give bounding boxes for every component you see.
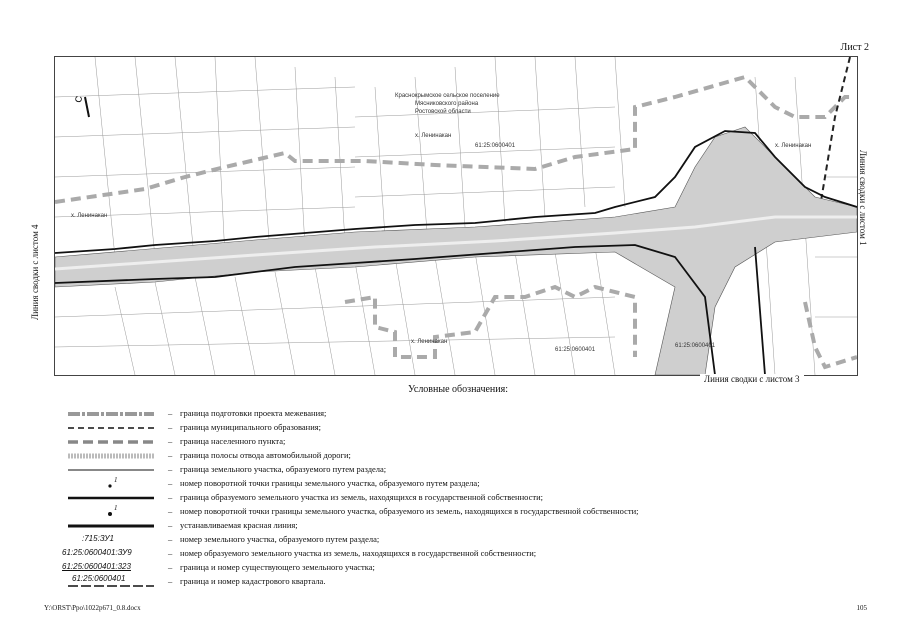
legend-sym-text: 61:25:0600401:ЗУ9	[62, 548, 132, 557]
map-svg: С	[55, 57, 857, 375]
place-label-4: х. Ленинакан	[775, 143, 812, 149]
legend-symbol-red-line	[68, 524, 154, 528]
settlement-text-2: Мясниковского района	[415, 101, 479, 107]
road-strip	[55, 126, 857, 375]
north-arrow-icon	[84, 96, 90, 118]
legend-desc: граница образуемого земельного участка и…	[180, 492, 543, 502]
settlement-boundary	[55, 74, 857, 370]
legend-row: 61:25:0600401 – граница и номер кадастро…	[64, 574, 824, 588]
legend-row: 61:25:0600401:323 – граница и номер суще…	[62, 562, 375, 572]
legend-row: :715:ЗУ1 – номер земельного участка, обр…	[82, 534, 380, 544]
place-label-2: х. Ленинакан	[71, 213, 108, 219]
left-join-text: Линия сводки с листом 4	[30, 224, 40, 320]
municipal-boundary	[819, 57, 851, 208]
page-number: 105	[856, 604, 868, 612]
sheet-label: Лист 2	[840, 42, 869, 53]
bottom-join-label: Линия сводки с листом 3	[700, 374, 804, 384]
place-label-1: х. Ленинакан	[415, 133, 452, 139]
legend-desc: номер земельного участка, образуемого пу…	[180, 534, 380, 544]
north-label: С	[73, 95, 84, 104]
left-join-label: Линия сводки с листом 4	[30, 114, 40, 320]
legend-sym-text: 61:25:0600401:323	[62, 562, 131, 571]
legend-symbol-split-parcel	[68, 469, 154, 471]
legend-title: Условные обозначения:	[408, 384, 509, 395]
legend-row: 1 – номер поворотной точки границы земел…	[64, 504, 824, 518]
legend-sym-text: :715:ЗУ1	[82, 534, 114, 543]
legend-row: – граница подготовки проекта межевания;	[64, 408, 824, 420]
legend-desc: граница и номер существующего земельного…	[180, 562, 375, 572]
quarter-label-3: 61:25:0600401	[675, 343, 716, 349]
place-label-3: х. Ленинакан	[411, 339, 448, 345]
legend-desc: граница полосы отвода автомобильной доро…	[180, 450, 351, 460]
legend-symbol-state-parcel	[68, 496, 154, 500]
point-mark: 1	[114, 476, 118, 484]
legend-desc: граница земельного участка, образуемого …	[180, 464, 387, 474]
legend-row: – граница населенного пункта;	[64, 436, 824, 448]
legend-desc: граница населенного пункта;	[180, 436, 286, 446]
map-drawing: С Краснокрымское сельское поселение Мясн…	[54, 56, 858, 376]
legend-row: – граница образуемого земельного участка…	[64, 492, 824, 504]
footer-path: Y:\ORST\Ppo\1022p671_0.8.docx	[44, 604, 141, 612]
quarter-label-1: 61:25:0600401	[475, 143, 516, 149]
formed-parcel-boundary	[55, 130, 857, 375]
legend-symbol-settlement	[68, 440, 154, 444]
legend-row: – устанавливаемая красная линия;	[64, 520, 824, 532]
legend-symbol-state-point	[108, 512, 112, 516]
legend-symbol-project-boundary	[68, 412, 154, 416]
legend-symbol-point	[108, 484, 112, 488]
quarter-label-2: 61:25:0600401	[555, 347, 596, 353]
right-join-label: Линия сводки с листом 1	[858, 150, 868, 246]
point-mark: 1	[114, 504, 118, 512]
road-axis	[55, 215, 857, 271]
legend-symbol-quarter	[68, 585, 154, 587]
legend-symbol-municipal	[68, 427, 154, 429]
legend-desc: граница подготовки проекта межевания;	[180, 408, 327, 418]
legend-desc: номер образуемого земельного участка из …	[180, 548, 537, 558]
legend-desc: номер поворотной точки границы земельног…	[180, 478, 480, 488]
legend-row: 61:25:0600401:ЗУ9 – номер образуемого зе…	[62, 548, 537, 558]
legend-row: – граница полосы отвода автомобильной до…	[64, 450, 824, 462]
settlement-text-3: Ростовской области	[415, 109, 471, 115]
legend-desc: номер поворотной точки границы земельног…	[180, 506, 639, 516]
legend-symbol-road-strip	[68, 453, 154, 459]
legend-desc: граница муниципального образования;	[180, 422, 322, 432]
legend-row: – граница земельного участка, образуемог…	[64, 464, 824, 476]
settlement-text-1: Краснокрымское сельское поселение	[395, 93, 500, 99]
legend-desc: устанавливаемая красная линия;	[180, 520, 298, 530]
legend-sym-text: 61:25:0600401	[72, 574, 126, 583]
legend-desc: граница и номер кадастрового квартала.	[180, 576, 326, 586]
legend-row: 1 – номер поворотной точки границы земел…	[64, 476, 824, 490]
legend-row: – граница муниципального образования;	[64, 422, 824, 434]
